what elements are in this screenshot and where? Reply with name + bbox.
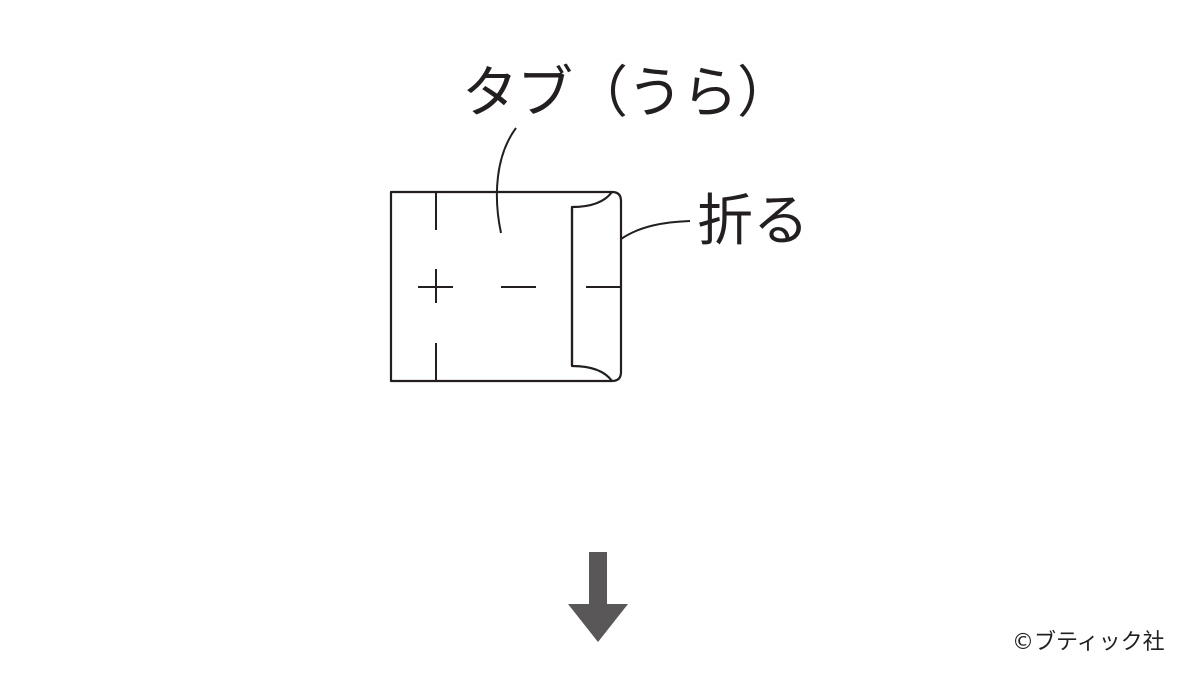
publisher-credit: ©ブティック社 <box>1012 630 1165 655</box>
tab-outline <box>389 190 623 383</box>
guide-marks <box>418 192 621 381</box>
fabric-piece <box>389 190 623 383</box>
tab-leader-line <box>495 127 517 234</box>
down-arrow-icon <box>568 552 628 642</box>
fold-leader-line <box>620 220 691 240</box>
fold-label: 折る <box>697 189 809 254</box>
leader-lines <box>495 127 691 240</box>
tab-back-label: タブ（うら） <box>462 61 793 126</box>
